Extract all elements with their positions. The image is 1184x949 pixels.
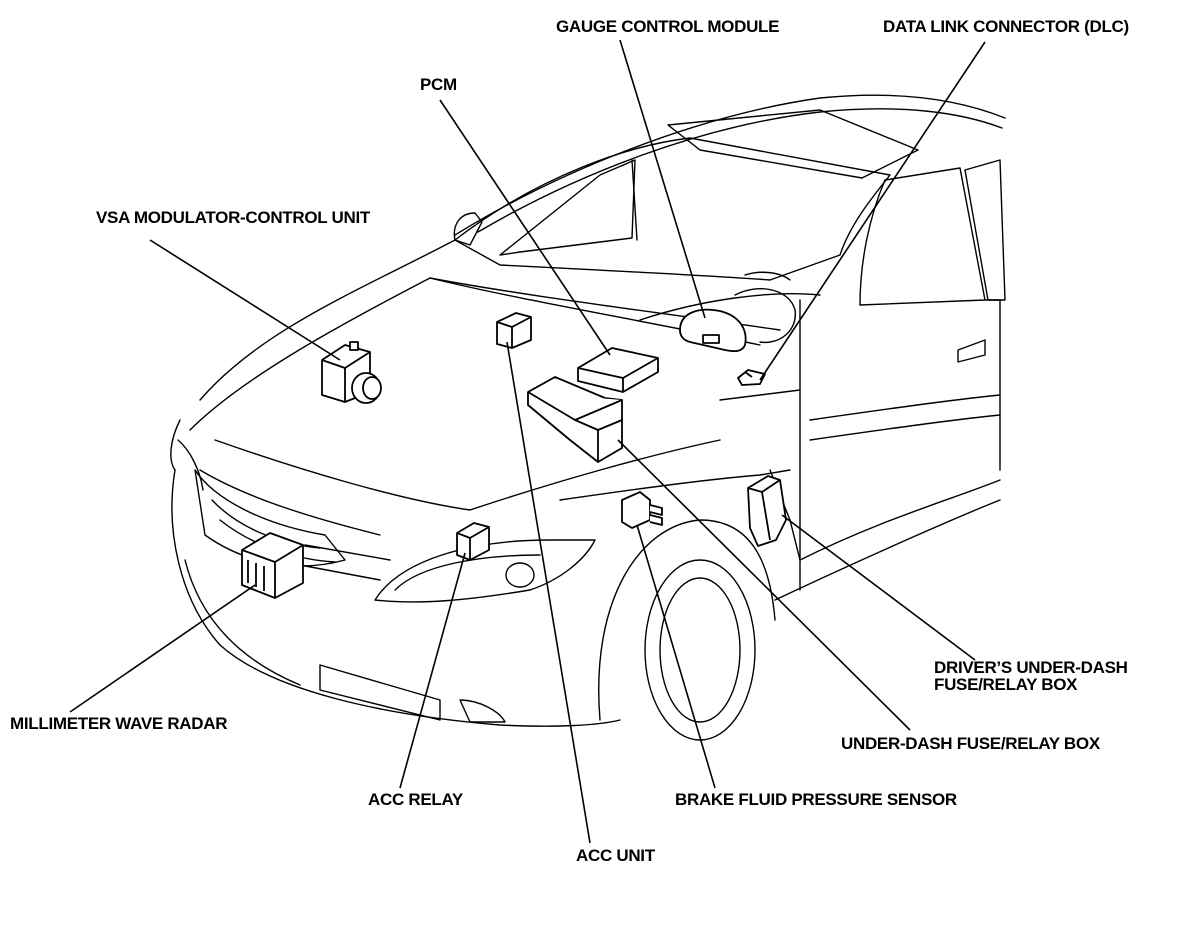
sunroof (667, 109, 919, 179)
leader-under-dash-fuse-relay-box (617, 439, 911, 731)
under-dash-fuse-relay-box (527, 376, 623, 463)
front-wheel-rim (659, 577, 741, 723)
rear-door-window (964, 159, 1006, 301)
steering-wheel (734, 287, 796, 344)
label-drivers-under-dash-line1: DRIVER’S UNDER-DASH (934, 658, 1128, 677)
leader-brake-fluid-pressure-sensor (636, 524, 716, 789)
vsa-modulator-unit (321, 341, 382, 404)
leader-lines (69, 39, 986, 844)
leader-acc-unit (506, 341, 591, 844)
hood-seam (719, 389, 801, 401)
leader-dlc (759, 41, 986, 381)
hood-crease (214, 439, 721, 511)
bumper-lower (184, 559, 301, 686)
hood-front-edge (199, 239, 456, 401)
headlight-inner (394, 554, 541, 591)
leader-acc-relay (399, 552, 466, 789)
door-lower (799, 479, 1001, 561)
front-wheel (644, 559, 756, 741)
drivers-under-dash-fuse-relay-box (747, 475, 787, 547)
left-headlight (177, 439, 204, 491)
left-bumper-edge (170, 419, 181, 471)
data-link-connector (737, 369, 766, 386)
windshield-inner (499, 159, 636, 256)
door-character-line (809, 394, 1001, 421)
grille-bar-2 (299, 564, 381, 581)
hood-surface (189, 277, 761, 431)
gauge-control-module (679, 308, 747, 353)
acc-relay (456, 522, 490, 561)
headlight (374, 539, 596, 603)
fog-light (459, 699, 506, 723)
dash-vent (744, 271, 791, 281)
leader-pcm (439, 99, 611, 356)
b-pillar (984, 299, 1001, 471)
leader-vsa-modulator (149, 239, 341, 361)
wheel-arch (598, 519, 776, 721)
label-acc-relay: ACC RELAY (368, 790, 463, 809)
brake-fluid-pressure-sensor (621, 491, 663, 529)
roof-outline (454, 94, 1006, 236)
label-brake-fluid-pressure-sensor: BRAKE FLUID PRESSURE SENSOR (675, 790, 957, 809)
label-acc-unit: ACC UNIT (576, 846, 655, 865)
headlight-lens (505, 562, 535, 588)
grille-outer (194, 469, 346, 567)
leader-drivers-under-dash (781, 514, 976, 661)
label-under-dash-fuse-relay-box: UNDER-DASH FUSE/RELAY BOX (841, 734, 1100, 753)
components (241, 308, 787, 599)
label-drivers-under-dash-line2: FUSE/RELAY BOX (934, 675, 1078, 694)
label-vsa-modulator: VSA MODULATOR-CONTROL UNIT (96, 208, 370, 227)
millimeter-wave-radar (241, 532, 304, 599)
door-handle (957, 339, 986, 363)
grille-inner-1 (211, 499, 321, 549)
front-bumper (171, 469, 621, 727)
label-millimeter-wave-radar: MILLIMETER WAVE RADAR (10, 714, 228, 733)
acc-unit (496, 312, 532, 349)
windshield (454, 137, 891, 281)
lower-intake (319, 664, 441, 721)
door-character-line-2 (809, 414, 1001, 441)
rocker (774, 499, 1001, 601)
label-gauge-control-module: GAUGE CONTROL MODULE (556, 17, 780, 36)
grille-bar-1 (304, 544, 391, 561)
label-drivers-under-dash-fuse-relay-box: DRIVER’S UNDER-DASH FUSE/RELAY BOX (934, 659, 1128, 693)
roof-inner-line (477, 108, 1003, 233)
leader-millimeter-wave-radar (69, 584, 256, 713)
leader-gauge-control-module (619, 39, 706, 319)
dashboard (639, 293, 821, 321)
label-data-link-connector: DATA LINK CONNECTOR (DLC) (883, 17, 1129, 36)
front-fender (559, 469, 791, 501)
label-pcm: PCM (420, 75, 457, 94)
side-mirror (453, 212, 483, 246)
front-door-window (859, 167, 986, 306)
hood-lower-edge (199, 469, 381, 536)
pcm (577, 347, 659, 393)
a-pillar (631, 159, 638, 241)
